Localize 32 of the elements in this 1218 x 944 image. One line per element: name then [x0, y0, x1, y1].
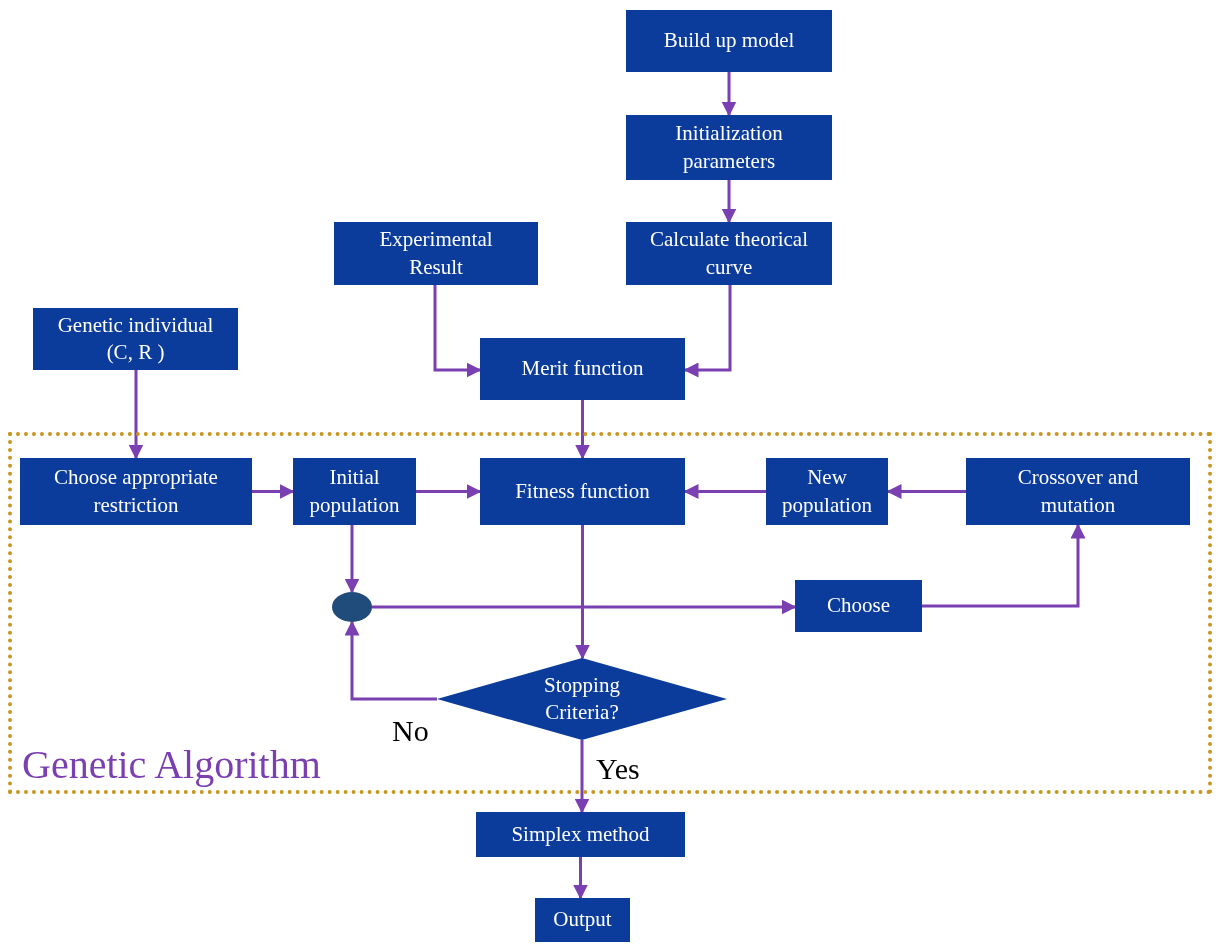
process-box: Calculate theorical curve — [626, 222, 832, 285]
group-title: Genetic Algorithm — [22, 741, 321, 788]
process-box: Merit function — [480, 338, 685, 400]
arrow — [721, 180, 737, 224]
process-box: Simplex method — [476, 812, 685, 857]
process-box: Choose appropriate restriction — [20, 458, 252, 525]
process-box: Output — [535, 898, 630, 942]
arrow — [573, 857, 588, 900]
process-box: New population — [766, 458, 888, 525]
arrow — [922, 523, 1086, 608]
group-frame — [8, 432, 1212, 794]
node-label: Stopping Criteria? — [543, 671, 621, 726]
process-box: Choose — [795, 580, 922, 632]
arrow — [416, 484, 482, 499]
process-box: Build up model — [626, 10, 832, 72]
process-box: Initial population — [293, 458, 416, 525]
arrow — [252, 484, 295, 499]
process-box: Fitness function — [480, 458, 685, 525]
process-box: Experimental Result — [334, 222, 538, 285]
process-box: Crossover and mutation — [966, 458, 1190, 525]
arrow — [344, 620, 437, 701]
arrow — [372, 599, 797, 615]
arrow — [575, 525, 590, 660]
arrow — [433, 285, 482, 378]
arrow — [574, 740, 590, 814]
process-box: Initialization parameters — [626, 115, 832, 180]
junction-circle — [332, 592, 372, 622]
process-box: Genetic individual (C, R ) — [33, 308, 238, 370]
arrow — [575, 400, 590, 460]
arrow — [128, 370, 144, 460]
arrow — [344, 525, 360, 594]
arrow — [721, 72, 737, 117]
